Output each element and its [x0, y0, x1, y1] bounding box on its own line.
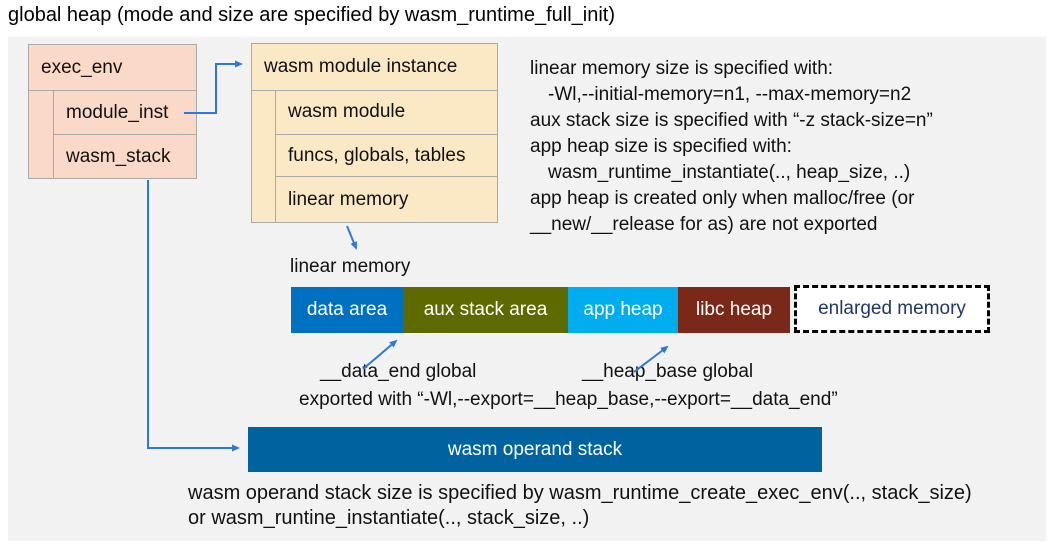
- module-instance-header: wasm module instance: [252, 44, 497, 91]
- module-instance-indent: [252, 91, 276, 222]
- exec-env-row-module-inst: module_inst: [54, 91, 196, 135]
- memory-size-notes: linear memory size is specified with: -W…: [530, 56, 1042, 238]
- linear-memory-bar: data area aux stack area app heap libc h…: [291, 287, 790, 333]
- module-instance-box: wasm module instance wasm module funcs, …: [251, 43, 498, 223]
- data-end-global-label: __data_end global: [320, 361, 477, 382]
- heap-base-global-label: __heap_base global: [582, 361, 754, 382]
- note-line: aux stack size is specified with “-z sta…: [530, 110, 933, 131]
- page-title: global heap (mode and size are specified…: [8, 4, 615, 26]
- module-instance-row-wasm-module: wasm module: [276, 91, 497, 135]
- segment-enlarged-memory: enlarged memory: [794, 285, 990, 333]
- note-line: __new/__release for as) are not exported: [530, 214, 878, 235]
- linear-memory-label: linear memory: [290, 256, 411, 277]
- operand-stack-notes: wasm operand stack size is specified by …: [188, 481, 972, 531]
- segment-libc-heap: libc heap: [678, 287, 790, 333]
- segment-data-area: data area: [291, 287, 403, 333]
- exec-env-indent: [29, 91, 54, 178]
- exec-env-box: exec_env module_inst wasm_stack: [28, 44, 197, 179]
- exec-env-header: exec_env: [29, 45, 196, 91]
- note-line: wasm operand stack size is specified by …: [188, 482, 972, 504]
- wasm-operand-stack-bar: wasm operand stack: [248, 427, 822, 472]
- note-line: -Wl,--initial-memory=n1, --max-memory=n2: [548, 84, 912, 105]
- note-line: wasm_runtime_instantiate(.., heap_size, …: [548, 162, 911, 183]
- segment-app-heap: app heap: [568, 287, 678, 333]
- exec-env-row-wasm-stack: wasm_stack: [66, 145, 171, 167]
- module-instance-row-linear-memory: linear memory: [288, 188, 409, 210]
- export-flags-label: exported with “-Wl,--export=__heap_base,…: [299, 389, 838, 410]
- note-line: app heap size is specified with:: [530, 136, 792, 157]
- module-instance-body: wasm module funcs, globals, tables linea…: [252, 91, 497, 222]
- segment-aux-stack-area: aux stack area: [403, 287, 568, 333]
- exec-env-body: module_inst wasm_stack: [29, 91, 196, 178]
- note-line: linear memory size is specified with:: [530, 58, 834, 79]
- note-line: or wasm_runtine_instantiate(.., stack_si…: [188, 507, 590, 529]
- note-line: app heap is created only when malloc/fre…: [530, 188, 915, 209]
- module-instance-row-funcs-globals-tables: funcs, globals, tables: [276, 135, 497, 178]
